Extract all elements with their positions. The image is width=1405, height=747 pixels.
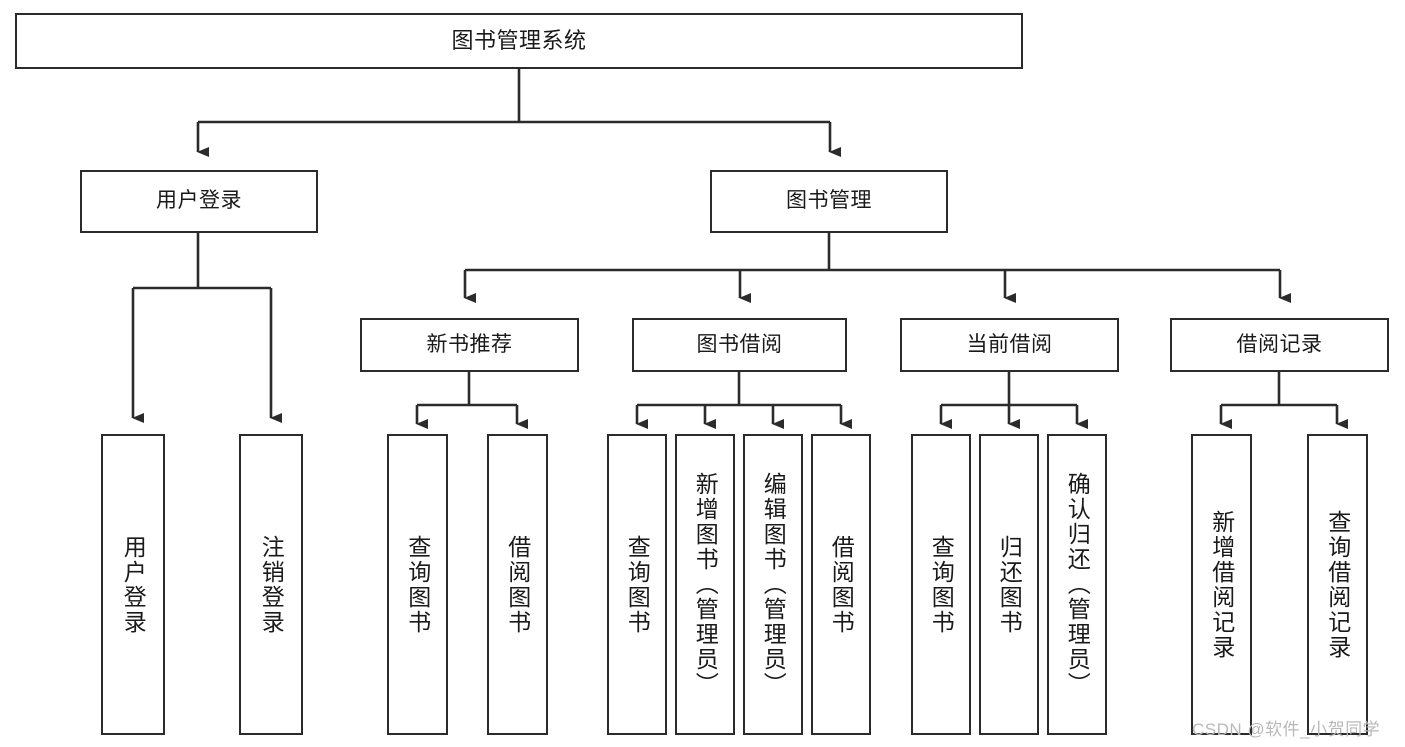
leaf-book-borrow-edit-book-admin[interactable]: 编辑图书（管理员）	[743, 434, 803, 735]
csdn-watermark: CSDN @软件_小贺同学	[1192, 720, 1381, 739]
node-label: 借阅记录	[1236, 332, 1323, 356]
leaf-new-book-borrow-book[interactable]: 借阅图书	[487, 434, 548, 735]
node-user-login[interactable]: 用户登录	[80, 170, 318, 233]
node-root-book-management-system[interactable]: 图书管理系统	[15, 13, 1023, 69]
node-label: 归还图书	[996, 534, 1023, 635]
leaf-borrow-record-add-record[interactable]: 新增借阅记录	[1191, 434, 1252, 735]
node-label: 编辑图书（管理员）	[760, 472, 787, 697]
node-new-book-recommend[interactable]: 新书推荐	[360, 318, 579, 372]
node-label: 用户登录	[120, 534, 147, 635]
node-label: 新增借阅记录	[1208, 509, 1235, 660]
node-book-management[interactable]: 图书管理	[710, 170, 948, 233]
node-label: 确认归还（管理员）	[1064, 472, 1091, 697]
node-current-borrow[interactable]: 当前借阅	[900, 318, 1119, 372]
node-label: 借阅图书	[504, 534, 531, 635]
node-label: 图书管理	[786, 189, 872, 213]
node-label: 图书管理系统	[451, 28, 587, 54]
node-label: 图书借阅	[696, 332, 783, 356]
leaf-current-borrow-query-book[interactable]: 查询图书	[911, 434, 971, 735]
node-label: 新书推荐	[426, 332, 513, 356]
node-label: 用户登录	[156, 189, 242, 213]
node-label: 查询图书	[404, 534, 431, 635]
leaf-book-borrow-add-book-admin[interactable]: 新增图书（管理员）	[675, 434, 735, 735]
leaf-borrow-record-query-record[interactable]: 查询借阅记录	[1307, 434, 1368, 735]
leaf-current-borrow-return-book[interactable]: 归还图书	[979, 434, 1039, 735]
node-book-borrow[interactable]: 图书借阅	[632, 318, 847, 372]
node-label: 查询图书	[624, 534, 651, 635]
node-label: 新增图书（管理员）	[692, 472, 719, 697]
leaf-book-borrow-query-book[interactable]: 查询图书	[607, 434, 667, 735]
leaf-user-login-logout[interactable]: 注销登录	[239, 434, 303, 735]
leaf-new-book-query-book[interactable]: 查询图书	[387, 434, 448, 735]
leaf-current-borrow-confirm-return-admin[interactable]: 确认归还（管理员）	[1047, 434, 1107, 735]
node-label: 当前借阅	[966, 332, 1053, 356]
node-label: 查询借阅记录	[1324, 509, 1351, 660]
leaf-book-borrow-borrow-book[interactable]: 借阅图书	[811, 434, 871, 735]
node-label: 借阅图书	[828, 534, 855, 635]
node-label: 注销登录	[258, 534, 285, 635]
leaf-user-login-login[interactable]: 用户登录	[101, 434, 165, 735]
node-label: 查询图书	[928, 534, 955, 635]
node-borrow-record[interactable]: 借阅记录	[1170, 318, 1389, 372]
